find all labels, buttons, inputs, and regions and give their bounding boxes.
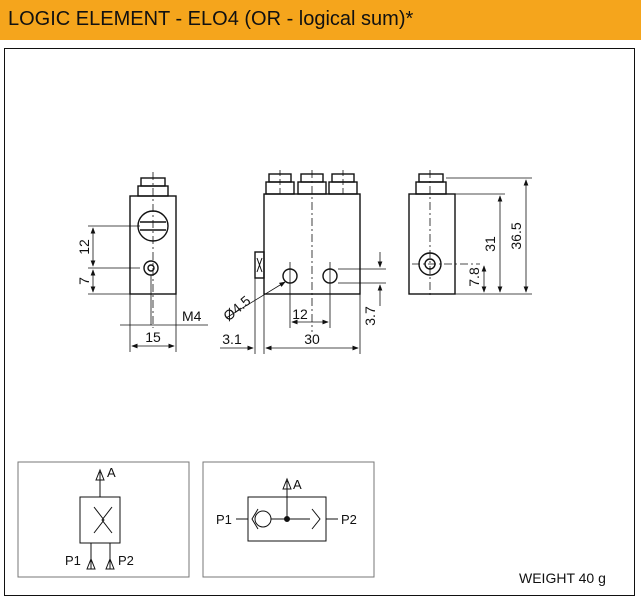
symbol-left-label-a: A (107, 465, 116, 480)
symbol-left-label-p1: P1 (65, 553, 81, 568)
symbol-right-label-a: A (293, 477, 302, 492)
front-dim-12: 12 (76, 239, 92, 255)
symbol-left-label-p2: P2 (118, 553, 134, 568)
side-dim-36-5: 36.5 (508, 222, 524, 249)
side-view (408, 170, 532, 298)
page-title: LOGIC ELEMENT - ELO4 (OR - logical sum)* (8, 8, 414, 30)
middle-dim-diameter: Ø4.5 (220, 292, 254, 324)
symbol-left (17, 461, 190, 578)
middle-dim-30: 30 (304, 331, 320, 347)
title-bar: LOGIC ELEMENT - ELO4 (OR - logical sum)* (0, 0, 641, 40)
weight-label: WEIGHT 40 g (519, 570, 606, 586)
middle-dim-3-7: 3.7 (362, 306, 378, 326)
drawing-frame (4, 48, 635, 596)
side-dim-7-8: 7.8 (466, 267, 482, 287)
front-dim-thread: M4 (182, 308, 202, 324)
symbol-right-label-p2: P2 (341, 512, 357, 527)
middle-view (220, 170, 386, 354)
side-dim-31: 31 (482, 236, 498, 252)
middle-dim-3-1: 3.1 (222, 331, 242, 347)
front-dim-15: 15 (145, 329, 161, 345)
front-dim-7: 7 (76, 277, 92, 285)
front-view (88, 172, 208, 352)
symbol-right-label-p1: P1 (216, 512, 232, 527)
symbol-right (202, 461, 375, 578)
middle-dim-12: 12 (292, 306, 308, 322)
